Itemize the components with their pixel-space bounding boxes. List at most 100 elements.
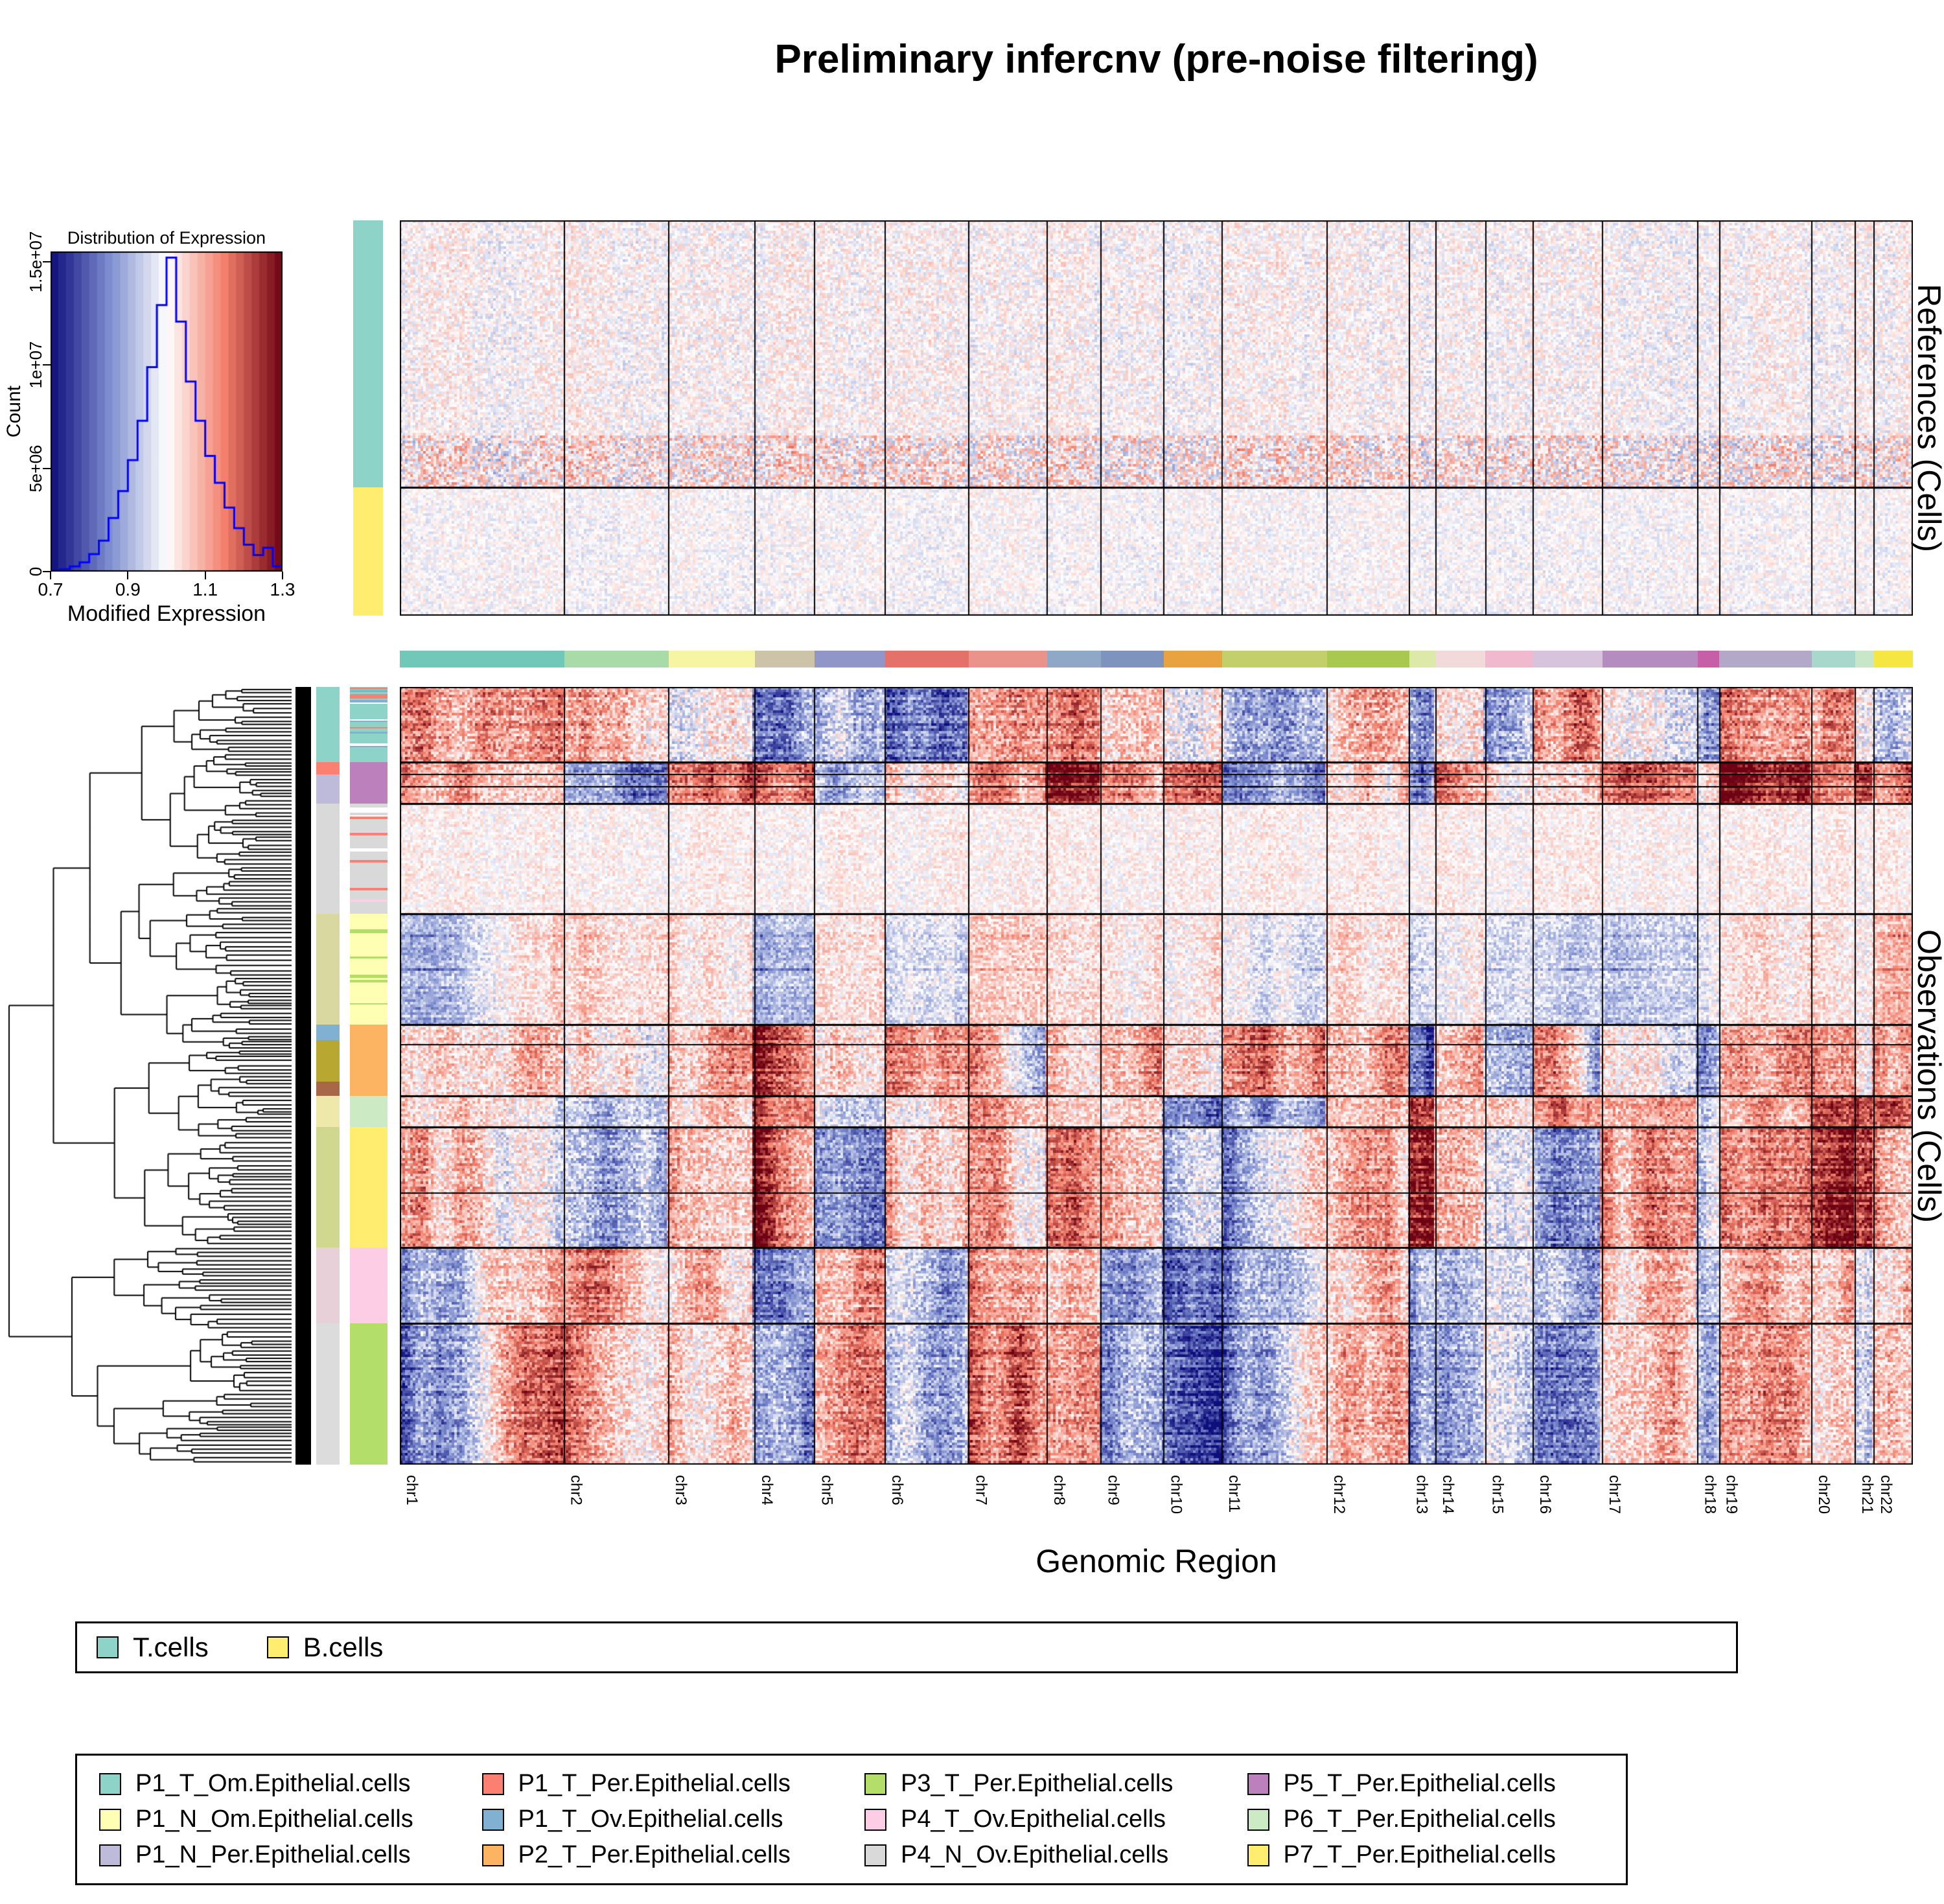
chromosome-tick-label: chr2 <box>567 1475 585 1505</box>
legend-label: P6_T_Per.Epithelial.cells <box>1283 1805 1556 1833</box>
references-axis-text: References (Cells) <box>1911 283 1944 552</box>
reference-annotation-block <box>353 220 383 487</box>
legend-swatch-p5-t-per-epithelial-cells <box>1247 1772 1269 1795</box>
chromosome-bar-segment <box>1602 651 1698 668</box>
row-dendrogram <box>8 687 293 1465</box>
key-xtick-label: 1.3 <box>270 579 295 599</box>
chromosome-bar-segment <box>1101 651 1164 668</box>
annotation-block <box>316 762 340 775</box>
annotation-stripe <box>350 688 388 690</box>
key-xtick-label: 1.1 <box>192 579 218 599</box>
annotation-block <box>316 804 340 914</box>
figure-title: Preliminary infercnv (pre-noise filterin… <box>774 37 1538 82</box>
chromosome-tick-label: chr22 <box>1877 1475 1895 1515</box>
legend-swatch-b-cells <box>266 1636 289 1658</box>
annotation-block <box>316 914 340 1025</box>
annotation-stripe <box>350 720 388 723</box>
reference-annotation-column <box>353 220 383 616</box>
chromosome-tick-label: chr9 <box>1104 1475 1122 1505</box>
annotation-stripe <box>350 687 388 689</box>
annotation-stripe <box>350 695 388 697</box>
chromosome-tick-label: chr19 <box>1722 1475 1741 1515</box>
annotation-stripe <box>350 745 388 748</box>
observation-sample-column <box>350 687 388 1465</box>
annotation-stripe <box>350 1003 388 1005</box>
expression-key-plot <box>51 251 283 572</box>
chromosome-bar-segment <box>1409 651 1436 668</box>
legend-item: P5_T_Per.Epithelial.cells <box>1247 1770 1604 1798</box>
chromosome-bar-segment <box>1698 651 1720 668</box>
chromosome-bar-segment <box>1873 651 1913 668</box>
observations-heatmap <box>400 687 1913 1465</box>
key-xtick-label: 0.9 <box>115 579 141 599</box>
observations-axis-label: Observations (Cells) <box>1910 687 1944 1465</box>
legend-item: T.cells <box>97 1632 209 1663</box>
chromosome-bar-segment <box>1164 651 1223 668</box>
annotation-stripe <box>350 690 388 693</box>
annotation-stripe <box>350 900 388 903</box>
chromosome-bar-segment <box>564 651 669 668</box>
legend-swatch-p1-n-om-epithelial-cells <box>99 1808 121 1831</box>
annotation-stripe <box>350 859 388 863</box>
chromosome-tick-label: chr18 <box>1701 1475 1719 1515</box>
chromosome-tick-label: chr10 <box>1167 1475 1185 1515</box>
count-axis-label: Count <box>3 385 25 438</box>
annotation-block <box>316 1082 340 1097</box>
annotation-stripe <box>350 743 388 747</box>
chromosome-tick-label: chr1 <box>403 1475 421 1505</box>
annotation-stripe <box>350 732 388 734</box>
annotation-block <box>316 687 340 763</box>
chromosome-bar-segment <box>815 651 886 668</box>
legend-label: P1_T_Om.Epithelial.cells <box>135 1770 411 1797</box>
chromosome-bar-segment <box>1533 651 1603 668</box>
chromosome-bar-segment <box>400 651 564 668</box>
key-xtick-mark <box>127 572 129 579</box>
annotation-block <box>316 1096 340 1128</box>
chromosome-tick-label: chr17 <box>1605 1475 1623 1515</box>
chromosome-tick-label: chr21 <box>1858 1475 1877 1515</box>
annotation-stripe <box>350 815 388 817</box>
chromosome-tick-label: chr6 <box>888 1475 907 1505</box>
annotation-block <box>350 687 388 763</box>
annotation-block <box>316 1024 340 1041</box>
legend-item: B.cells <box>266 1632 384 1663</box>
annotation-stripe <box>350 726 388 729</box>
annotation-block <box>316 1248 340 1323</box>
legend-label: P7_T_Per.Epithelial.cells <box>1283 1841 1556 1868</box>
chromosome-bar-segment <box>1326 651 1410 668</box>
chromosome-tick-label: chr7 <box>972 1475 990 1505</box>
expression-key-ylabel: Count <box>3 251 26 572</box>
chromosome-bar-segment <box>1222 651 1327 668</box>
legend-swatch-p1-t-ov-epithelial-cells <box>481 1808 504 1831</box>
chromosome-tick-label: chr8 <box>1050 1475 1068 1505</box>
annotation-stripe <box>350 888 388 891</box>
chromosome-tick-label: chr15 <box>1488 1475 1507 1515</box>
annotation-stripe <box>350 929 388 934</box>
annotation-block <box>350 804 388 914</box>
legend-label: P3_T_Per.Epithelial.cells <box>901 1770 1174 1797</box>
observation-subcluster-column <box>316 687 340 1465</box>
references-axis-label: References (Cells) <box>1910 220 1944 616</box>
chromosome-bar-segment <box>1485 651 1533 668</box>
key-xtick-mark <box>50 572 51 579</box>
chromosome-tick-label: chr14 <box>1439 1475 1457 1515</box>
row-names-bar <box>295 687 311 1465</box>
legend-label: B.cells <box>303 1632 384 1662</box>
chromosome-bar-segment <box>1719 651 1812 668</box>
key-ytick-mark <box>43 261 51 262</box>
chromosome-tick-label: chr20 <box>1814 1475 1833 1515</box>
chromosome-bar-segment <box>1435 651 1486 668</box>
legend-item: P1_T_Per.Epithelial.cells <box>481 1770 839 1798</box>
annotation-stripe <box>350 974 388 979</box>
legend-label: P1_T_Per.Epithelial.cells <box>518 1770 791 1797</box>
key-xtick-label: 0.7 <box>38 579 64 599</box>
legend-swatch-p4-n-ov-epithelial-cells <box>864 1844 886 1866</box>
annotation-stripe <box>350 701 388 704</box>
legend-label: P4_N_Ov.Epithelial.cells <box>901 1841 1169 1868</box>
chromosome-color-bar <box>400 651 1913 668</box>
chromosome-bar-segment <box>969 651 1047 668</box>
annotation-block <box>316 1040 340 1082</box>
